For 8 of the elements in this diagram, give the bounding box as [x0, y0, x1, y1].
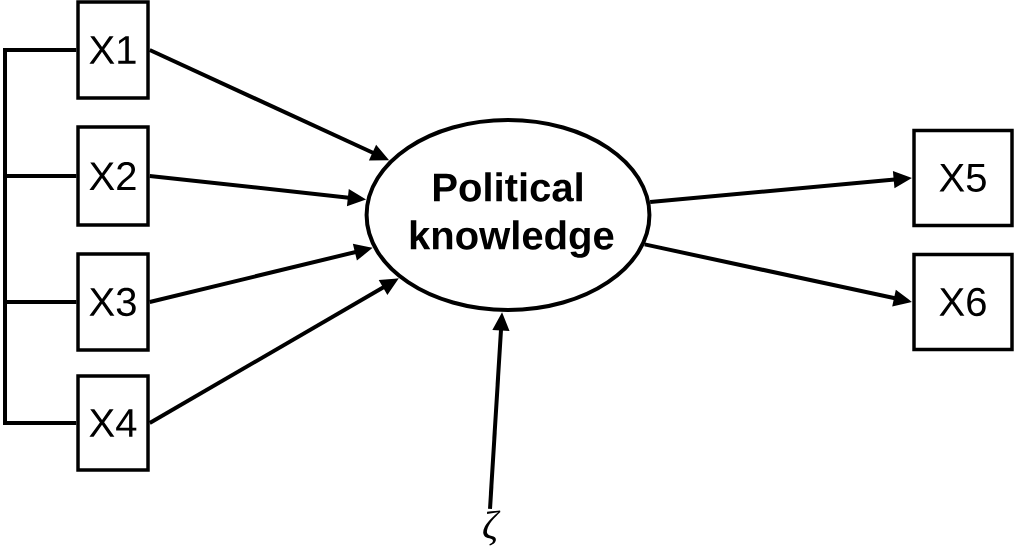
variable-box: X1	[76, 0, 150, 100]
bracket-line	[3, 300, 77, 425]
variable-box: X3	[76, 252, 150, 352]
variable-box: X4	[76, 374, 150, 472]
error-symbol: ζ	[483, 510, 501, 546]
variable-box: X6	[912, 252, 1014, 352]
variable-box: X5	[912, 128, 1014, 228]
variable-box: X2	[76, 125, 150, 227]
